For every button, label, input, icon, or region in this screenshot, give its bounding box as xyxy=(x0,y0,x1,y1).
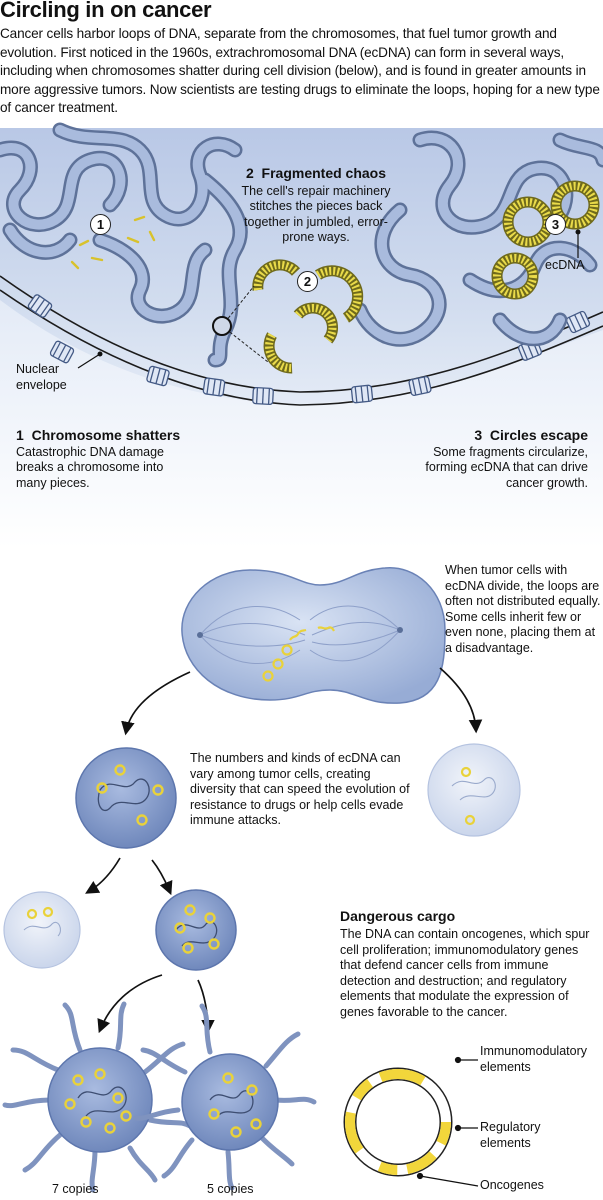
legend-oncogenes: Oncogenes xyxy=(480,1178,544,1192)
division-caption: When tumor cells with ecDNA divide, the … xyxy=(445,563,601,655)
page-title: Circling in on cancer xyxy=(0,0,212,22)
intro-paragraph: Cancer cells harbor loops of DNA, separa… xyxy=(0,26,600,116)
daughter-cell-pale xyxy=(427,743,521,837)
step-2-caption: 2 Fragmented chaos The cell's repair mac… xyxy=(241,165,391,244)
nuclear-pores xyxy=(27,294,591,406)
step-1-badge: 1 xyxy=(90,214,111,235)
copies-7-label: 7 copies xyxy=(52,1182,99,1196)
nuclear-envelope-label: Nuclear envelope xyxy=(16,362,67,392)
step-3-badge: 3 xyxy=(545,214,566,235)
nucleus-region xyxy=(0,122,603,548)
granddaughter-cell-dark xyxy=(155,889,237,971)
dividing-cell xyxy=(181,567,446,704)
copies-5-label: 5 copies xyxy=(207,1182,254,1196)
step-1-caption: 1 Chromosome shatters Catastrophic DNA d… xyxy=(16,427,181,490)
cargo-text: The DNA can contain oncogenes, which spu… xyxy=(340,927,590,1019)
fragment-arcs xyxy=(252,259,364,374)
zoom-marker xyxy=(212,316,232,336)
step-3-caption: 3 Circles escape Some fragments circular… xyxy=(425,427,588,490)
step-2-badge: 2 xyxy=(297,271,318,292)
diversity-caption: The numbers and kinds of ecDNA can vary … xyxy=(190,751,410,827)
tumor-cell-5-copies xyxy=(133,1003,317,1191)
tumor-cell-7-copies xyxy=(2,1001,193,1193)
cargo-title: Dangerous cargo xyxy=(340,908,456,924)
chromatin-left xyxy=(0,122,248,368)
nuclear-envelope xyxy=(0,275,603,393)
granddaughter-cell-pale xyxy=(3,891,81,969)
shattered-fragments xyxy=(70,215,156,270)
ecdna-ring-diagram xyxy=(343,1067,453,1177)
daughter-cell-dark xyxy=(75,747,177,849)
ecdna-label: ecDNA xyxy=(545,258,585,272)
